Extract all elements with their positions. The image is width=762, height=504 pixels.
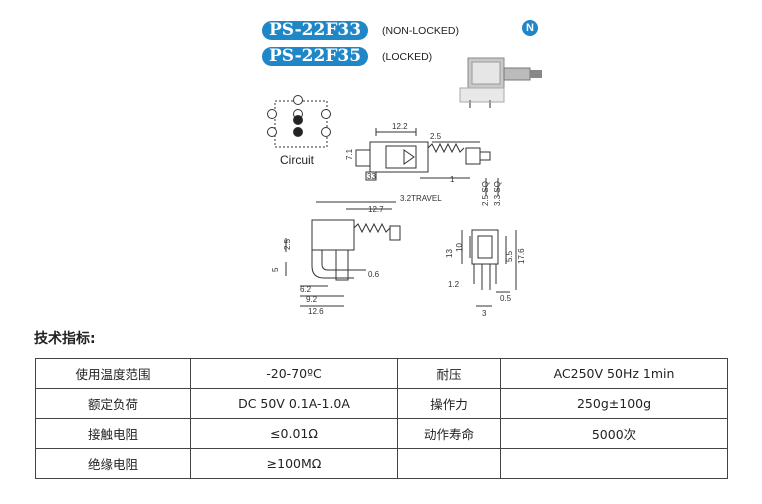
model-pill-1: PS-22F33 <box>262 21 368 40</box>
brand-logo-icon: N <box>522 20 538 36</box>
top-view-drawing <box>355 128 499 196</box>
dim-top-small: 33 <box>367 172 376 181</box>
dim-side-b3: 12.6 <box>308 307 324 316</box>
drawing-svg: 12.2 2.5 7.1 1 33 2.5 SQ 3.3 SQ 3.2TRAVE… <box>267 57 542 318</box>
model-note-1: (NON-LOCKED) <box>382 25 460 37</box>
dim-side-pin: 0.6 <box>368 270 380 279</box>
table-cell: 250g±100g <box>500 388 728 419</box>
model-pill-2: PS-22F35 <box>262 47 368 66</box>
dim-front-55: 5.5 <box>505 250 514 262</box>
dim-side-len: 12.7 <box>368 205 384 214</box>
dim-side-h2: 5 <box>271 267 280 272</box>
table-cell: 绝缘电阻 <box>35 448 191 479</box>
dim-side-h1: 2.5 <box>283 238 292 250</box>
dim-top-width: 12.2 <box>392 122 408 131</box>
table-cell: 耐压 <box>397 358 501 389</box>
side-view-drawing <box>285 201 401 307</box>
dim-front-05: 0.5 <box>500 294 512 303</box>
table-row: 绝缘电阻 ≥100MΩ <box>35 448 728 479</box>
model-note-2: (LOCKED) <box>382 51 433 63</box>
table-row: 使用温度范围 -20-70ºC 耐压 AC250V 50Hz 1min <box>35 358 728 389</box>
table-cell <box>397 448 501 479</box>
dim-sq1: 2.5 SQ <box>481 181 490 206</box>
table-cell: 接触电阻 <box>35 418 191 449</box>
dim-front-12: 1.2 <box>448 280 460 289</box>
dim-top-pitch: 2.5 <box>430 132 442 141</box>
table-cell: 使用温度范围 <box>35 358 191 389</box>
dim-top-pin: 1 <box>450 175 455 184</box>
table-cell: 额定负荷 <box>35 388 191 419</box>
table-row: 接触电阻 ≤0.01Ω 动作寿命 5000次 <box>35 418 728 449</box>
table-cell: 5000次 <box>500 418 728 449</box>
front-view-drawing <box>461 229 517 307</box>
table-cell: -20-70ºC <box>190 358 398 389</box>
table-cell: ≥100MΩ <box>190 448 398 479</box>
dim-front-13: 13 <box>445 249 454 258</box>
table-cell: ≤0.01Ω <box>190 418 398 449</box>
spec-table: 使用温度范围 -20-70ºC 耐压 AC250V 50Hz 1min 额定负荷… <box>35 358 728 479</box>
dim-front-3: 3 <box>482 309 487 318</box>
dim-front-10: 10 <box>455 243 464 252</box>
technical-drawing: PS-22F33 (NON-LOCKED) PS-22F35 (LOCKED) … <box>262 20 542 318</box>
table-cell: 动作寿命 <box>397 418 501 449</box>
circuit-label: Circuit <box>280 153 315 167</box>
dim-sq2: 3.3 SQ <box>493 181 502 206</box>
table-cell: DC 50V 0.1A-1.0A <box>190 388 398 419</box>
dim-travel: 3.2TRAVEL <box>400 194 442 203</box>
dim-side-b1: 6.2 <box>300 285 312 294</box>
switch-photo-icon <box>459 57 542 108</box>
table-cell: 操作力 <box>397 388 501 419</box>
section-title: 技术指标: <box>34 331 96 347</box>
circuit-diagram <box>267 95 331 148</box>
dim-front-176: 17.6 <box>517 248 526 264</box>
dim-top-side: 7.1 <box>345 148 354 160</box>
table-cell <box>500 448 728 479</box>
dim-side-b2: 9.2 <box>306 295 318 304</box>
table-row: 额定负荷 DC 50V 0.1A-1.0A 操作力 250g±100g <box>35 388 728 419</box>
table-cell: AC250V 50Hz 1min <box>500 358 728 389</box>
